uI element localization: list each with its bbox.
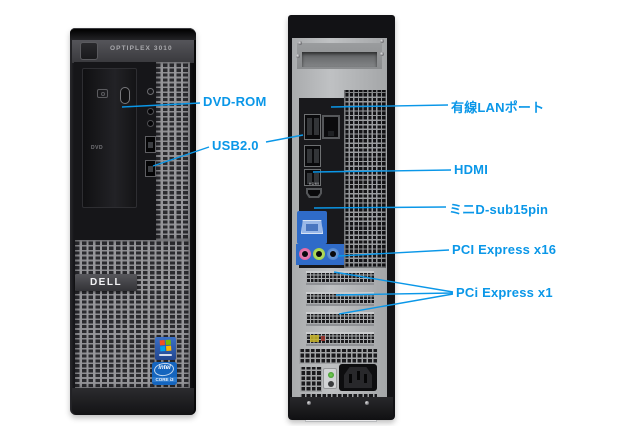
callout-label-pcie-x16: PCI Express x16 [452, 242, 557, 257]
microphone-jack [147, 120, 154, 127]
ac-power-inlet [339, 364, 377, 391]
front-usb-port [145, 160, 156, 177]
intel-core-i3-sticker: intel CORE i3 [152, 361, 177, 385]
screw [380, 52, 384, 56]
headphone-jack [147, 108, 154, 115]
expansion-slot-pcie-x16 [306, 271, 374, 285]
callout-label-hdmi: HDMI [454, 162, 489, 177]
callout-label-dvd-rom: DVD-ROM [203, 94, 267, 109]
psu-diagnostic-indicator [323, 368, 337, 389]
dsub15-connector [301, 220, 323, 234]
callout-label-pcie-x1: PCi Express x1 [456, 285, 553, 300]
screw [296, 54, 300, 58]
rear-handle-recess [297, 43, 382, 69]
mic-in-jack [299, 248, 311, 260]
hdmi-port-label: HDMI [308, 182, 320, 186]
rear-usb-ports [304, 114, 321, 140]
drive-activity-light [147, 88, 154, 95]
pc-rear-view: HDMI [288, 15, 395, 422]
motherboard-connector-glimpse [321, 336, 325, 341]
dell-logo-badge: DELL [75, 274, 137, 291]
rear-usb-ports [304, 145, 321, 167]
callout-label-lan: 有線LANポート [451, 100, 545, 115]
front-top-band: OPTIPLEX 3010 [72, 40, 194, 63]
screw [298, 41, 302, 45]
windows-flag-icon [159, 339, 172, 352]
expansion-slot-pcie-x1 [306, 312, 374, 326]
expansion-slot-pcie-x1 [306, 292, 374, 306]
front-base [72, 388, 194, 415]
pc-front-view: OPTIPLEX 3010 DVD DELL [70, 28, 196, 415]
eject-button [120, 87, 130, 104]
front-bezel: DVD [74, 62, 158, 240]
line-in-jack [327, 248, 339, 260]
optical-drive: DVD [82, 68, 137, 208]
callout-label-dsub15: ミニD-sub15pin [449, 202, 549, 217]
motherboard-connector-glimpse [310, 335, 319, 342]
screw [307, 401, 311, 405]
hdmi-port [306, 188, 322, 198]
cd-logo-icon [97, 89, 108, 98]
front-vent-grille-strip [156, 62, 190, 240]
callout-label-usb20: USB2.0 [212, 138, 259, 153]
rear-bottom-edge [290, 397, 393, 420]
audio-jack-panel [296, 244, 344, 265]
screw [380, 39, 384, 43]
rear-metal-panel: HDMI [292, 38, 387, 422]
windows-sticker-text [159, 354, 172, 356]
line-out-jack [313, 248, 325, 260]
psu-vent-small [300, 367, 322, 392]
rear-vent-honeycomb [344, 90, 386, 268]
dvd-logo-icon: DVD [91, 145, 104, 151]
rear-io-panel: HDMI [296, 98, 344, 268]
psu-vent-strip [299, 349, 378, 364]
rear-handle-slot [302, 52, 377, 67]
power-button [80, 42, 98, 60]
lan-port [322, 115, 340, 139]
model-name-label: OPTIPLEX 3010 [110, 45, 173, 52]
windows-sticker [155, 337, 176, 360]
vga-dsub15-port [297, 211, 327, 244]
expansion-slot-pcie-x1 [306, 332, 374, 346]
rear-usb-ports [304, 169, 321, 186]
front-usb-port [145, 136, 156, 153]
front-vent-grille-main [75, 240, 190, 388]
c14-connector [344, 367, 372, 388]
screw [365, 401, 369, 405]
front-top-cap [70, 28, 196, 40]
front-port-column [143, 88, 159, 238]
